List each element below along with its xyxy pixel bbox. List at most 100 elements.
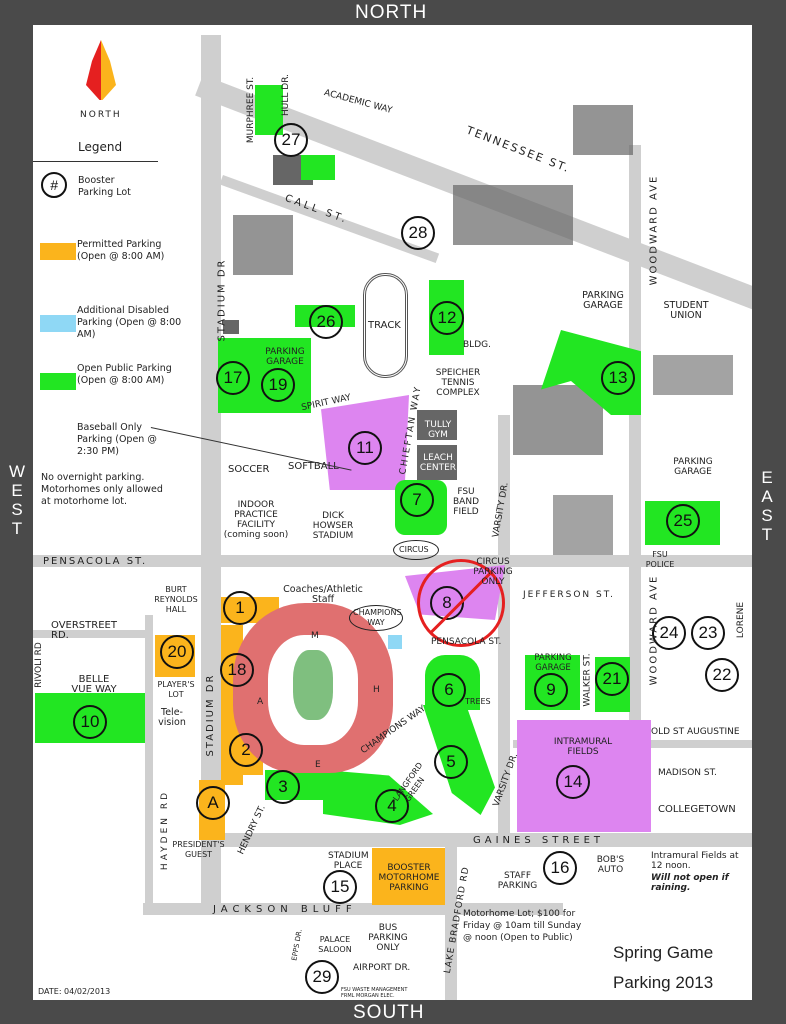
lot-16-marker[interactable]: 16 [543,851,577,885]
building [417,410,457,440]
lot-23-marker[interactable]: 23 [691,616,725,650]
lot-7-marker[interactable]: 7 [400,483,434,517]
street-champions-oval-label: CHAMPIONS WAY [353,608,402,627]
building [417,445,457,480]
street-jackson-bluff: JACKSON BLUFF [213,904,357,915]
street-madison: MADISON ST. [658,768,717,778]
place-indoor-practice-facility: INDOOR PRACTICE FACILITY (coming soon) [223,500,289,540]
stadium-drive-road [201,35,221,915]
note-motorhome: Motorhome Lot; $100 for Friday @ 10am ti… [463,909,582,943]
place-parking-garage-9: PARKING GARAGE [534,653,572,673]
lot-2-marker[interactable]: 2 [229,733,263,767]
lot-12-marker[interactable]: 12 [430,301,464,335]
compass-west: WEST [8,462,26,538]
hayden-road [145,615,153,915]
map-title-line2: Parking 2013 [613,973,714,992]
building [653,355,733,395]
place-trees: TREES [465,697,491,706]
legend-disabled: Additional Disabled Parking (Open @ 8:00… [77,305,182,340]
street-tennessee: TENNESSEE ST. [464,123,573,176]
lot-22-marker[interactable]: 22 [705,658,739,692]
place-leach-center: LEACH CENTER [419,453,457,473]
lake-bradford-road [445,845,457,1000]
lot-1-marker[interactable]: 1 [223,591,257,625]
street-pensacola: PENSACOLA ST. [43,556,148,567]
lot-11-marker[interactable]: 11 [348,431,382,465]
building [553,495,613,555]
lot-14-marker[interactable]: 14 [556,765,590,799]
building [233,215,293,275]
building [513,385,603,455]
lot-a-marker[interactable]: A [196,786,230,820]
pensacola-street-road [33,555,752,567]
lot-28-marker[interactable]: 28 [401,216,435,250]
closed-slash-icon [417,559,505,647]
place-intramural-fields: INTRAMURAL FIELDS [553,737,613,757]
lot-19-marker[interactable]: 19 [261,368,295,402]
legend-swatch-disabled [40,315,76,332]
street-belle-vue: BELLE VUE WAY [71,674,117,695]
north-logo-icon [86,40,116,100]
lot-3-marker[interactable]: 3 [266,770,300,804]
lot-4-marker[interactable]: 4 [375,789,409,823]
booster-symbol-icon: # [41,172,67,198]
lot-booster-motorhome-area [372,848,445,905]
lot-29-marker[interactable]: 29 [305,960,339,994]
place-fsu-police: FSU POLICE [645,550,675,569]
lot-24-marker[interactable]: 24 [652,616,686,650]
track [363,273,408,378]
legend-title: Legend [78,140,123,154]
legend-public: Open Public Parking (Open @ 8:00 AM) [77,363,172,386]
place-bus-parking: BUS PARKING ONLY [368,923,408,953]
lot-18-marker[interactable]: 18 [220,653,254,687]
lot-20-marker[interactable]: 20 [160,635,194,669]
lot-6-marker[interactable]: 6 [432,673,466,707]
street-jefferson: JEFFERSON ST. [523,590,616,600]
street-epps: EPPS DR. [290,928,304,962]
street-stadium-dr: STADIUM DR [216,258,228,342]
lot-5-marker[interactable]: 5 [434,745,468,779]
lot-21-marker[interactable]: 21 [595,662,629,696]
street-woodward: WOODWARD AVE [648,174,660,286]
place-student-union: STUDENT UNION [663,300,709,321]
place-dick-howser: DICK HOWSER STADIUM [312,511,354,541]
lot-27-marker[interactable]: 27 [274,123,308,157]
track-label: TRACK [368,320,401,331]
lot-17-marker[interactable]: 17 [216,361,250,395]
place-booster-motorhome: BOOSTER MOTORHOME PARKING [378,863,440,893]
place-bobs-auto: BOB'S AUTO [596,855,625,875]
place-tully-gym: TULLY GYM [424,420,452,440]
legend-permitted: Permitted Parking (Open @ 8:00 AM) [77,239,165,262]
place-burt-reynolds: BURT REYNOLDS HALL [154,585,198,614]
place-band-field: FSU BAND FIELD [453,487,479,517]
building [223,320,239,334]
place-soccer: SOCCER [228,464,270,475]
street-hayden: HAYDEN RD [160,789,171,871]
street-woodward-south: WOODWARD AVE [648,574,660,686]
building [453,185,573,245]
campus-map: TRACK M H E A 27 28 26 12 17 19 13 11 7 … [33,25,752,1000]
place-players-lot: PLAYER'S LOT [157,680,195,699]
lot-25-marker[interactable]: 25 [666,504,700,538]
building [573,105,633,155]
place-langford-green: LANGFORD GREEN [391,760,427,804]
place-parking-garage-north: PARKING GARAGE [582,290,624,311]
compass-south: SOUTH [353,1002,425,1023]
place-morgan-elec: FRML MORGAN ELEC. [341,993,395,999]
street-walker: WALKER ST. [582,653,593,707]
street-stadium-dr-south: STADIUM DR [205,673,216,757]
compass-east: EAST [761,468,773,544]
place-presidents-guest: PRESIDENT'S GUEST [172,840,225,859]
place-coaches: Coaches/Athletic Staff [283,584,363,605]
lot-15-marker[interactable]: 15 [323,870,357,904]
map-title-line1: Spring Game [613,943,714,962]
lot-13-marker[interactable]: 13 [601,361,635,395]
lot-26-marker[interactable]: 26 [309,305,343,339]
jackson-bluff-road [143,903,563,915]
place-parking-garage-east: PARKING GARAGE [673,457,713,477]
lot-10-marker[interactable]: 10 [73,705,107,739]
stadium-section-m: M [311,631,319,641]
place-television: Tele- vision [158,707,186,728]
lot-9-marker[interactable]: 9 [534,673,568,707]
note-intramural-bold: Will not open if raining. [651,873,729,893]
